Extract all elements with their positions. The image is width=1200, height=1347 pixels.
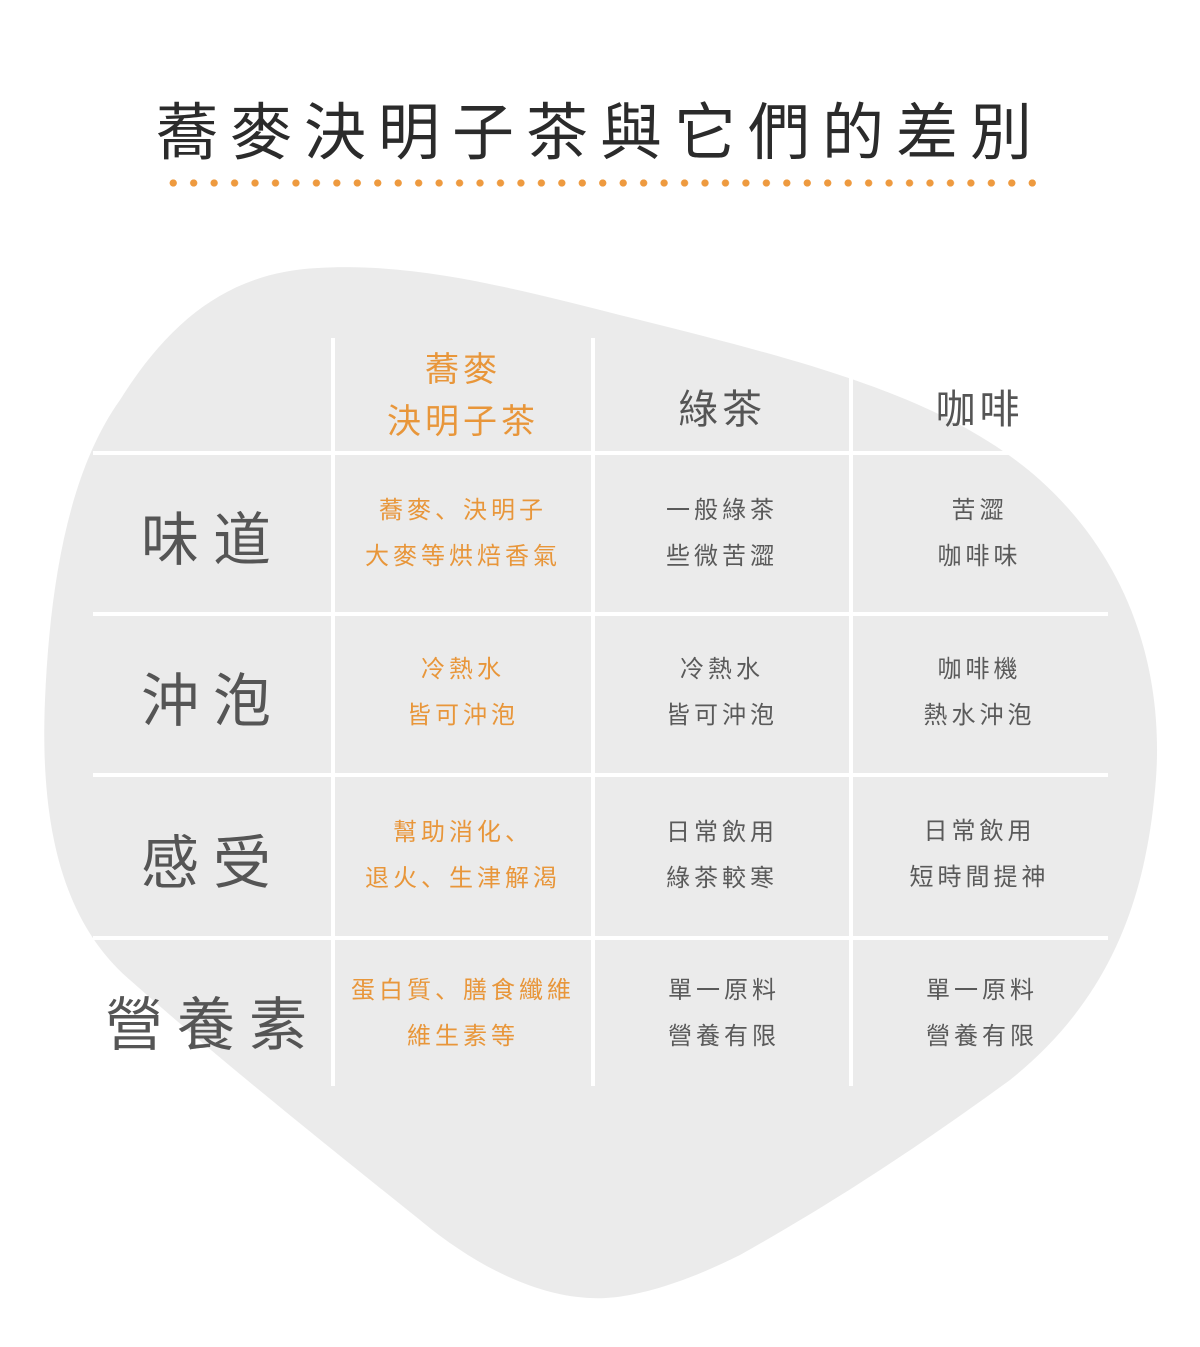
column-header-green-tea: 綠茶 <box>593 355 851 465</box>
cell-line: 退火、生津解渴 <box>365 864 561 892</box>
cell-line: 冷熱水 <box>421 655 505 683</box>
column-header-coffee: 咖啡 <box>851 355 1108 465</box>
dotted-divider <box>163 178 1043 188</box>
table-cell: 咖啡機 熱水沖泡 <box>851 646 1108 738</box>
column-header-line: 咖啡 <box>935 387 1024 433</box>
cell-line: 幫助消化、 <box>393 818 533 846</box>
cell-line: 日常飲用 <box>923 817 1036 845</box>
table-cell: 日常飲用 綠茶較寒 <box>593 809 851 901</box>
cell-line: 營養有限 <box>926 1022 1038 1050</box>
column-header-line: 綠茶 <box>678 387 766 433</box>
cell-line: 日常飲用 <box>666 818 778 846</box>
table-cell: 苦澀 咖啡味 <box>851 487 1108 579</box>
table-cell: 蛋白質、膳食纖維 維生素等 <box>333 967 593 1059</box>
cell-line: 皆可沖泡 <box>407 701 519 729</box>
cell-line: 些微苦澀 <box>666 542 778 570</box>
cell-line: 營養有限 <box>668 1022 780 1050</box>
table-cell: 單一原料 營養有限 <box>593 967 855 1059</box>
cell-line: 熱水沖泡 <box>923 701 1036 729</box>
row-label-nutrients: 營養素 <box>104 991 321 1059</box>
column-header-line: 蕎麥 <box>425 349 501 390</box>
cell-line: 冷熱水 <box>680 655 764 683</box>
column-header-line: 決明子茶 <box>387 401 539 442</box>
cell-line: 蕎麥、決明子 <box>379 496 547 524</box>
cell-line: 維生素等 <box>407 1022 519 1050</box>
cell-line: 皆可沖泡 <box>666 701 778 729</box>
cell-line: 蛋白質、膳食纖維 <box>351 976 575 1004</box>
cell-line: 單一原料 <box>926 976 1038 1004</box>
cell-line: 短時間提神 <box>909 863 1050 891</box>
table-cell: 單一原料 營養有限 <box>851 967 1113 1059</box>
page-title: 蕎麥決明子茶與它們的差別 <box>155 96 1044 169</box>
cell-line: 咖啡味 <box>937 542 1022 570</box>
table-cell: 冷熱水 皆可沖泡 <box>333 646 593 738</box>
cell-line: 一般綠茶 <box>666 496 778 524</box>
row-label-taste: 味道 <box>140 505 285 574</box>
row-label-feeling: 感受 <box>140 828 285 897</box>
table-cell: 蕎麥、決明子 大麥等烘焙香氣 <box>333 487 593 579</box>
cell-line: 單一原料 <box>668 976 780 1004</box>
table-cell: 冷熱水 皆可沖泡 <box>593 646 851 738</box>
table-cell: 一般綠茶 些微苦澀 <box>593 487 851 579</box>
row-label-brewing: 沖泡 <box>140 666 285 735</box>
cell-line: 咖啡機 <box>937 655 1022 683</box>
cell-line: 苦澀 <box>951 496 1008 524</box>
cell-line: 大麥等烘焙香氣 <box>365 542 561 570</box>
cell-line: 綠茶較寒 <box>666 864 778 892</box>
column-header-buckwheat-cassia-tea: 蕎麥 決明子茶 <box>333 338 593 453</box>
table-cell: 日常飲用 短時間提神 <box>851 808 1108 900</box>
table-cell: 幫助消化、 退火、生津解渴 <box>333 809 593 901</box>
